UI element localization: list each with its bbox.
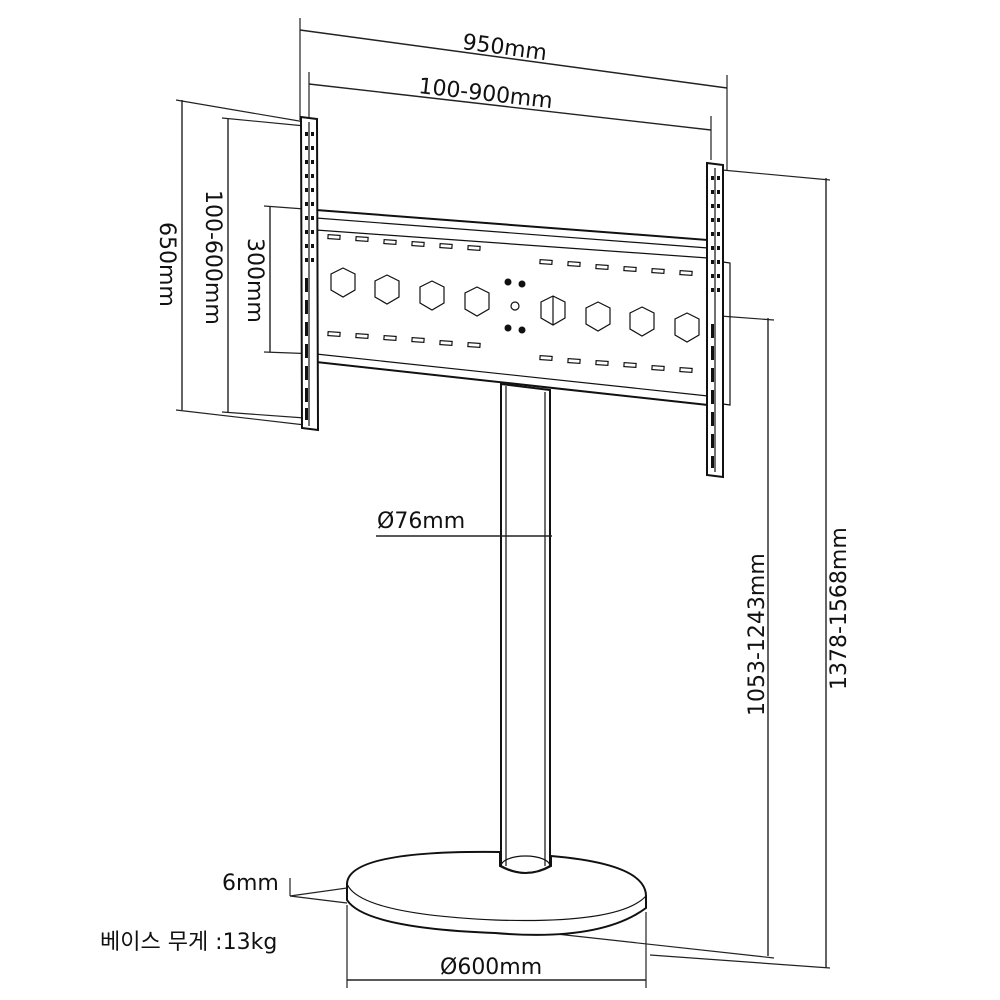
- dim-vesa-horizontal: 100-900mm: [308, 72, 712, 160]
- label-6mm: 6mm: [222, 871, 279, 896]
- label-300mm: 300mm: [242, 238, 267, 323]
- label-950mm: 950mm: [461, 30, 548, 66]
- dim-overall-height: 1378-1568mm: [649, 169, 852, 969]
- dim-300mm: 300mm: [242, 205, 319, 355]
- label-1378-1568mm: 1378-1568mm: [827, 527, 852, 690]
- right-vertical-arm: [706, 161, 731, 479]
- center-holes: [504, 278, 526, 334]
- pole: [500, 382, 551, 877]
- upper-slot-row: [327, 233, 693, 277]
- label-100-600mm: 100-600mm: [200, 190, 225, 325]
- label-1053-1243mm: 1053-1243mm: [745, 553, 770, 716]
- label-100-900mm: 100-900mm: [417, 74, 554, 114]
- hexagon-cutouts: [330, 267, 700, 343]
- label-76mm: Ø76mm: [377, 509, 465, 534]
- base-weight-label: 베이스 무게 :13kg: [100, 930, 278, 955]
- mounting-plate: [315, 208, 709, 407]
- label-600mm: Ø600mm: [440, 955, 542, 980]
- lower-slot-row: [327, 330, 693, 374]
- dim-base-diameter: Ø600mm: [346, 905, 647, 988]
- dim-100-600mm: 100-600mm: [200, 117, 306, 419]
- dim-pole-diameter: Ø76mm: [376, 509, 552, 537]
- dim-650mm: 650mm: [154, 99, 306, 426]
- label-650mm: 650mm: [154, 222, 179, 307]
- right-arm-holes: [711, 176, 720, 468]
- dim-base-thickness: 6mm: [222, 871, 348, 904]
- left-vertical-arm: [299, 115, 320, 432]
- left-arm-holes: [305, 132, 314, 420]
- base: [346, 850, 647, 936]
